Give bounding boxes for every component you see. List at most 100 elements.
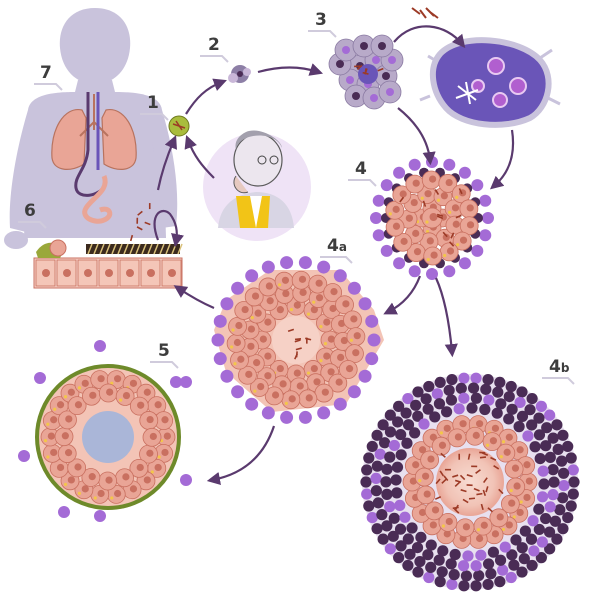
bacterium (476, 492, 483, 496)
lymphocyte (544, 501, 556, 513)
neutrophil (298, 256, 312, 270)
neutrophil (358, 369, 372, 383)
bacterium (454, 479, 462, 483)
lymphocyte (388, 512, 400, 524)
lymphocyte (544, 451, 556, 463)
bacterium (458, 188, 463, 195)
lymphocyte (366, 511, 378, 524)
lymphocyte (540, 440, 552, 452)
lymphocyte (392, 416, 404, 428)
lymphocyte (443, 384, 455, 396)
bacterium (436, 215, 444, 220)
lymphocyte (431, 388, 443, 400)
lymphocyte (557, 467, 570, 479)
lymphocyte (425, 561, 437, 574)
neutrophil (426, 268, 438, 280)
lymphocyte (391, 461, 404, 473)
lymphocyte (554, 504, 566, 516)
lymphocyte (423, 380, 435, 393)
lymphocyte (533, 503, 545, 515)
lymphocyte (412, 566, 424, 578)
lymphocyte (568, 476, 580, 488)
bacterium (295, 347, 302, 351)
bacterium (443, 475, 449, 482)
bacterium (480, 503, 484, 511)
arrow-4-to-4b (434, 277, 458, 358)
bacterium (434, 496, 442, 500)
bacterium (287, 328, 295, 333)
lymphocyte (548, 476, 560, 488)
lymphocyte (505, 571, 517, 584)
lymphocyte (384, 501, 396, 513)
step-label-1: 1 (140, 93, 169, 121)
neutrophil (426, 156, 438, 168)
neutrophil (333, 397, 347, 411)
lymphocyte (492, 386, 504, 398)
step-label-3: 3 (308, 10, 337, 38)
lymphocyte (497, 564, 509, 576)
lymphocyte (522, 430, 534, 442)
lymphocyte (518, 553, 530, 565)
step-label-6: 6 (18, 201, 47, 229)
step-label-7: 7 (34, 63, 63, 91)
lymphocyte (441, 406, 453, 418)
lymphocyte (524, 404, 536, 416)
lymphocyte (446, 373, 458, 386)
lymphocyte (371, 429, 383, 441)
neutrophil (443, 265, 456, 278)
bacterium (485, 486, 489, 493)
lymphocyte (384, 409, 396, 421)
lymphocyte (393, 400, 405, 412)
lymphocyte (425, 539, 437, 551)
lymphocyte (395, 540, 407, 552)
lymphocyte (371, 460, 383, 472)
lymphocyte (540, 512, 552, 525)
lymphocyte (510, 534, 522, 546)
lymphocyte (423, 571, 435, 584)
bacterium (436, 213, 444, 217)
lymphocyte (567, 464, 579, 476)
lymphocyte (406, 522, 418, 534)
lymphocyte (544, 543, 556, 555)
lymphocyte (475, 549, 487, 561)
lymphocyte (505, 380, 517, 393)
lymphocyte (361, 464, 373, 476)
lymphocyte (376, 509, 388, 521)
caseating-granuloma (360, 372, 580, 592)
lymphocyte (445, 558, 457, 570)
neutrophil (261, 406, 275, 420)
bacterium (439, 470, 445, 477)
bacterium (460, 489, 467, 493)
neutrophil (458, 257, 471, 270)
lymphocyte (462, 550, 474, 562)
lymphocyte (366, 440, 378, 453)
neutrophil (365, 314, 379, 328)
lymphocyte (446, 578, 458, 591)
neutrophil (347, 281, 361, 295)
neutrophil (213, 314, 227, 328)
neutrophil (245, 397, 259, 411)
bacterium (498, 488, 504, 495)
lymphocyte (401, 437, 413, 449)
neutrophil (170, 376, 182, 388)
lymphocyte (384, 426, 397, 438)
lymphocyte (393, 552, 405, 564)
lymphocyte (381, 488, 393, 500)
bacterium (475, 469, 481, 474)
lymphocyte (394, 499, 406, 511)
lymphocyte (415, 531, 427, 543)
lymphocyte (528, 545, 540, 557)
lymphocyte (460, 570, 473, 582)
bacterium (454, 481, 461, 488)
bacterium (441, 478, 447, 484)
lymphocyte (562, 511, 574, 524)
svg-text:2: 2 (208, 35, 220, 55)
bacterium (467, 453, 471, 460)
lymphocyte (387, 530, 399, 542)
bacterium (399, 196, 405, 203)
lymphocyte (547, 489, 559, 501)
lymphocyte (470, 560, 482, 572)
lymphocyte (448, 569, 460, 581)
lymphocyte (370, 472, 382, 485)
free-bacteria (411, 7, 439, 19)
